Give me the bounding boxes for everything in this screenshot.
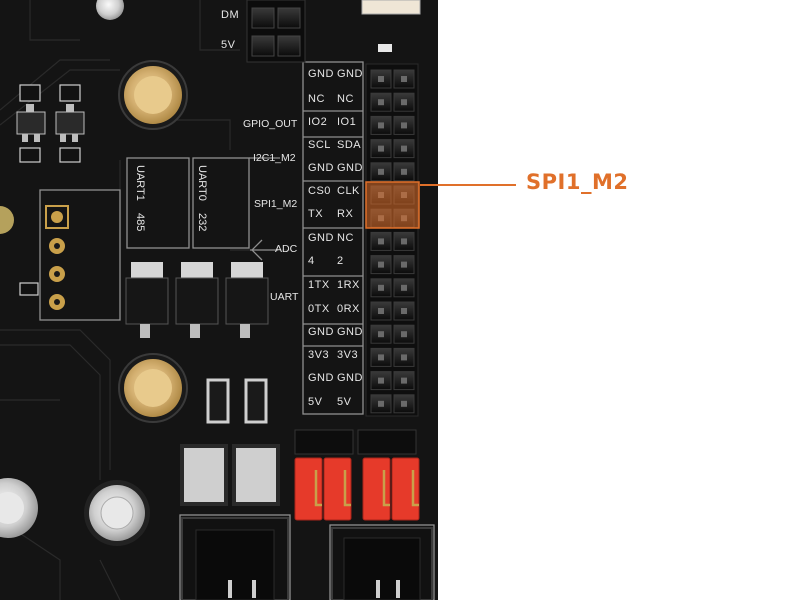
pin-label-right: GND	[337, 326, 363, 338]
header-pin-tip	[378, 122, 384, 129]
header-pin-tip	[378, 76, 384, 82]
i2c1-m2-label: I2C1_M2	[253, 152, 296, 164]
pin-label-right: SDA	[337, 139, 362, 151]
header-pin-tip	[378, 400, 384, 407]
pin-label-right: GND	[337, 372, 363, 384]
header-pin-tip	[401, 261, 407, 268]
header-pin-tip	[401, 354, 407, 361]
pin-label-right: 2	[337, 255, 344, 267]
5v-label: 5V	[221, 39, 236, 51]
header-pin-tip	[378, 331, 384, 338]
pin-label-right: 0RX	[337, 303, 360, 315]
pin-label-right: 3V3	[337, 349, 359, 361]
header-pin-tip	[378, 99, 384, 106]
uart1-type: 485	[134, 213, 146, 232]
header-pin-tip	[378, 238, 384, 245]
pin-label-right: RX	[337, 208, 354, 220]
pin-label-left: 4	[308, 255, 315, 267]
pin-label-right: 1RX	[337, 279, 360, 291]
dm-label: DM	[221, 9, 240, 21]
pin-label-left: 5V	[308, 396, 323, 408]
pin-label-right: 5V	[337, 396, 352, 408]
header-pin-tip	[378, 377, 384, 384]
header-pin-tip	[401, 168, 407, 175]
header-pin-tip	[401, 145, 407, 152]
header-pin-tip	[401, 331, 407, 338]
header-pin-tip	[378, 168, 384, 175]
uart1-name: UART1	[134, 165, 146, 201]
pin-label-left: GND	[308, 326, 334, 338]
header-pin-tip	[401, 76, 407, 82]
header-pin-tip	[378, 308, 384, 314]
header-pin-tip	[401, 284, 407, 291]
pin-label-left: SCL	[308, 139, 331, 151]
uart0-type: 232	[196, 213, 208, 232]
pin-label-left: CS0	[308, 185, 331, 197]
pin-label-right: GND	[337, 162, 363, 174]
pin-label-left: GND	[308, 68, 334, 80]
header-pin-tip	[401, 377, 407, 384]
header-pin-tip	[401, 122, 407, 129]
pin-label-right: IO1	[337, 116, 357, 128]
spi1-m2-label: SPI1_M2	[254, 198, 298, 210]
spi1-m2-callout-label: SPI1_M2	[526, 170, 629, 194]
header-pin-tip	[401, 99, 407, 106]
pin-label-left: GND	[308, 162, 334, 174]
pin-label-left: NC	[308, 93, 325, 105]
header-pin-tip	[378, 354, 384, 361]
pin-label-right: NC	[337, 93, 354, 105]
pin-label-left: TX	[308, 208, 324, 220]
gpio-out-label: GPIO_OUT	[243, 118, 298, 130]
pin-label-right: GND	[337, 68, 363, 80]
pin-label-left: GND	[308, 372, 334, 384]
pin-label-right: CLK	[337, 185, 360, 197]
header-pin-tip	[378, 145, 384, 152]
pin-label-left: IO2	[308, 116, 328, 128]
header-pin-tip	[401, 308, 407, 314]
board-traces-graphic	[0, 0, 435, 600]
uart0-name: UART0	[196, 165, 208, 201]
pin-label-left: 3V3	[308, 349, 330, 361]
pin-label-right: NC	[337, 232, 354, 244]
pin-label-left: 1TX	[308, 279, 330, 291]
header-pin-tip	[401, 400, 407, 407]
header-pin-tip	[378, 261, 384, 268]
uart-label: UART	[270, 291, 299, 303]
header-pin-tip	[401, 238, 407, 245]
pin-label-left: 0TX	[308, 303, 330, 315]
pin-label-left: GND	[308, 232, 334, 244]
adc-label: ADC	[275, 243, 298, 255]
header-pin-tip	[378, 284, 384, 291]
